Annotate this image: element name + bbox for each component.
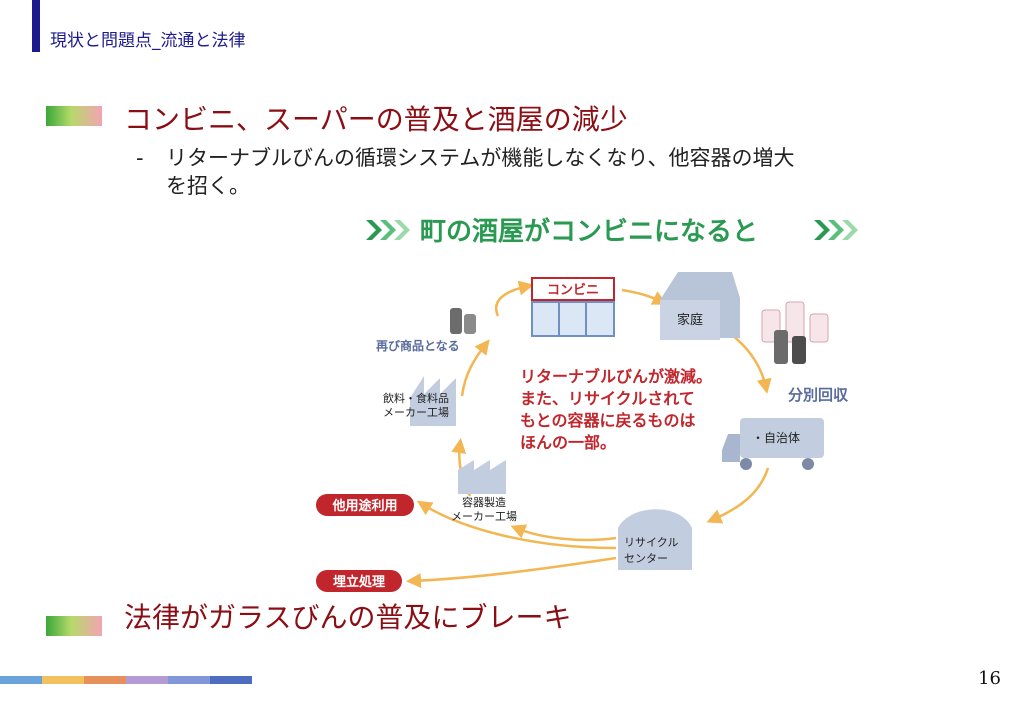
sub-bullet-line-2: を招く。 [166, 174, 250, 198]
convenience-store-label: コンビニ [547, 282, 599, 298]
sorting-label: 分別回収 [788, 386, 849, 404]
footer-color-segment [84, 676, 126, 684]
sub-bullet-text: リターナブルびんの循環システムが機能しなくなり、他容器の増大 を招く。 [166, 144, 966, 200]
recycle-center-label-line2: センター [624, 552, 668, 565]
recycle-center-icon [618, 509, 692, 570]
header-accent-bar [32, 0, 40, 52]
food-factory-label-line1: 飲料・食料品 [383, 391, 449, 405]
convenience-store-icon [531, 277, 615, 337]
container-factory-label-line2: メーカー工場 [451, 510, 517, 523]
container-factory-label-line1: 容器製造 [462, 495, 506, 509]
sub-bullet-line-1: リターナブルびんの循環システムが機能しなくなり、他容器の増大 [166, 146, 795, 170]
center-message-line-3: もとの容器に戻るものは [520, 411, 696, 430]
landfill-badge [316, 570, 402, 592]
again-product-label: 再び商品となる [376, 338, 460, 353]
center-message-line-1: リターナブルびんが激減。 [520, 367, 712, 386]
sub-bullet-dash: - [136, 146, 144, 170]
page-section-title: 現状と問題点_流通と法律 [50, 31, 246, 51]
bullet-heading-2: 法律がガラスびんの普及にブレーキ [124, 601, 572, 634]
food-factory-icon [410, 376, 456, 426]
landfill-label: 埋立処理 [333, 574, 385, 590]
footer-color-segment [126, 676, 168, 684]
page-number: 16 [978, 668, 1001, 689]
house-icon [660, 272, 740, 340]
footer-color-segment [210, 676, 252, 684]
other-use-label: 他用途利用 [331, 498, 397, 514]
municipality-label: ・自治体 [752, 431, 800, 445]
diagram-title-arrows-left-icon [366, 220, 410, 240]
diagram-title: 町の酒屋がコンビニになると [420, 216, 758, 247]
bullet-heading-1: コンビニ、スーパーの普及と酒屋の減少 [124, 103, 628, 136]
cans-icon [450, 308, 476, 334]
center-message-line-4: ほんの一部。 [520, 433, 616, 452]
food-factory-label-line2: メーカー工場 [383, 406, 449, 419]
footer-color-bar [0, 676, 252, 684]
footer-color-segment [42, 676, 84, 684]
bullet-marker-1 [46, 106, 102, 126]
other-use-badge [316, 494, 414, 516]
recycle-center-label-line1: リサイクル [624, 536, 678, 549]
center-message-line-2: また、リサイクルされて [520, 389, 695, 408]
home-label: 家庭 [677, 312, 703, 328]
bottles-icon [761, 301, 829, 364]
garbage-truck-icon [722, 418, 824, 470]
footer-color-segment [0, 676, 42, 684]
container-factory-icon [458, 460, 506, 494]
recycling-cycle-diagram: 町の酒屋がコンビニになると コンビニ 家庭 分別回収 [316, 216, 858, 592]
footer-color-segment [168, 676, 210, 684]
bullet-marker-2 [46, 616, 102, 636]
diagram-title-arrows-right-icon [814, 220, 858, 240]
